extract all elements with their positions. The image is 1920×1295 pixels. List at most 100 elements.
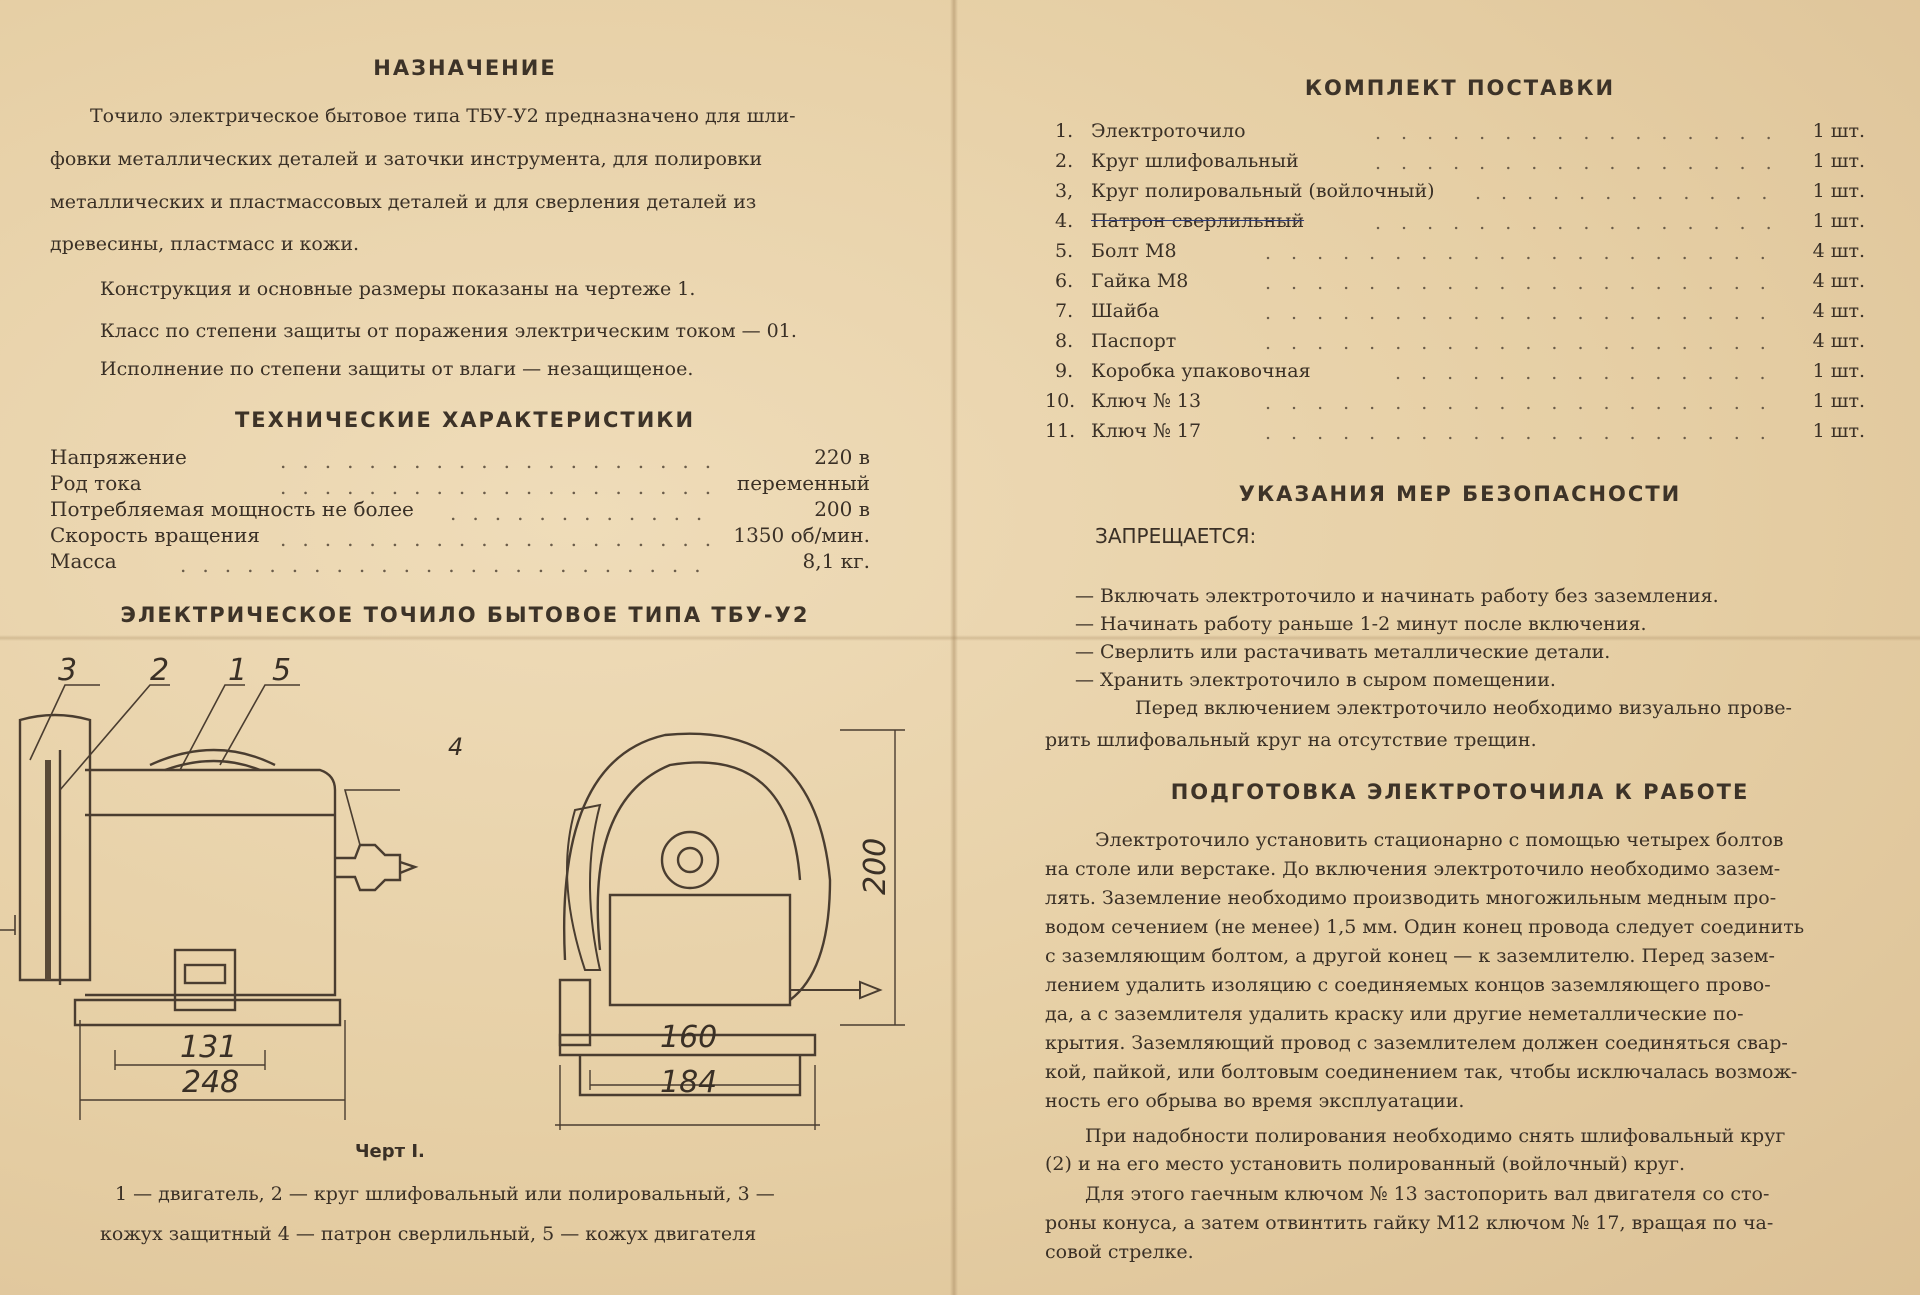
label-2: 2 bbox=[150, 653, 169, 688]
dim-160 bbox=[589, 1070, 801, 1090]
spec-label: Скорость вращения bbox=[50, 523, 260, 547]
kit-name: Круг шлифовальный bbox=[1091, 150, 1299, 172]
shaft-hub bbox=[660, 830, 720, 890]
kit-row: 4. Патрон сверлильный ..................… bbox=[1045, 210, 1865, 238]
leader-dots: .............. bbox=[450, 501, 710, 525]
prep-line: да, а с заземлителя удалить краску или д… bbox=[1045, 1003, 1744, 1025]
leader-4 bbox=[343, 789, 400, 846]
prep-line: на столе или верстаке. До включения элек… bbox=[1045, 858, 1781, 880]
forbidden-label: ЗАПРЕЩАЕТСЯ: bbox=[1095, 524, 1257, 548]
power-cord bbox=[790, 980, 883, 1000]
kit-row: 3, Круг полировальный (войлочный) ......… bbox=[1045, 180, 1865, 208]
prep-line: водом сечением (не менее) 1,5 мм. Один к… bbox=[1045, 916, 1805, 938]
prep-line: ность его обрыва во время эксплуатации. bbox=[1045, 1090, 1465, 1112]
spindle bbox=[335, 843, 402, 892]
leader-dots: ....................... bbox=[1265, 302, 1785, 324]
switch-box bbox=[173, 948, 237, 1012]
prep-line: лять. Заземление необходимо производить … bbox=[1045, 887, 1777, 909]
kit-row: 1. Электроточило .................... 1 … bbox=[1045, 120, 1865, 148]
dim-label-184: 184 bbox=[660, 1065, 717, 1100]
leader-3 bbox=[29, 684, 100, 761]
spec-row: Скорость вращения ......................… bbox=[50, 523, 870, 551]
leader-dots: ....................... bbox=[1265, 242, 1785, 264]
vertical-fold bbox=[950, 0, 958, 1295]
prep-title: ПОДГОТОВКА ЭЛЕКТРОТОЧИЛА К РАБОТЕ bbox=[1170, 780, 1750, 804]
dim-label-200: 200 bbox=[858, 838, 893, 895]
spec-value: переменный bbox=[736, 471, 870, 495]
leader-1 bbox=[179, 684, 245, 771]
leader-5 bbox=[219, 684, 300, 766]
spec-label: Напряжение bbox=[50, 445, 187, 469]
purpose-line-1: Точило электрическое бытовое типа ТБУ-У2… bbox=[90, 105, 796, 127]
kit-row: 9. Коробка упаковочная .................… bbox=[1045, 360, 1865, 388]
dim-label-131: 131 bbox=[180, 1030, 237, 1065]
leader-2 bbox=[59, 684, 170, 791]
purpose-title: НАЗНАЧЕНИЕ bbox=[373, 56, 557, 80]
purpose-line-3: металлических и пластмассовых деталей и … bbox=[50, 191, 757, 213]
purpose-line-4: древесины, пластмасс и кожи. bbox=[50, 233, 360, 255]
kit-name: Шайба bbox=[1091, 300, 1160, 322]
kit-name: Болт М8 bbox=[1091, 240, 1177, 262]
legend-line-1: 1 — двигатель, 2 — круг шлифовальный или… bbox=[115, 1183, 775, 1205]
kit-name: Коробка упаковочная bbox=[1091, 360, 1311, 382]
kit-name-struck: Патрон сверлильный bbox=[1091, 210, 1305, 232]
spec-value: 8,1 кг. bbox=[802, 549, 871, 573]
kit-row: 5. Болт М8 ....................... 4 шт. bbox=[1045, 240, 1865, 268]
drawing-caption: Черт I. bbox=[355, 1141, 425, 1162]
label-4: 4 bbox=[448, 733, 463, 761]
spec-label: Потребляемая мощность не более bbox=[50, 497, 414, 521]
spec-row: Потребляемая мощность не более .........… bbox=[50, 497, 870, 525]
polish-line: При надобности полирования необходимо сн… bbox=[1085, 1125, 1786, 1147]
spec-value: 200 в bbox=[814, 497, 870, 521]
dim-label-160: 160 bbox=[660, 1020, 717, 1055]
prep-line: с заземляющим болтом, а другой конец — к… bbox=[1045, 945, 1775, 967]
safety-rule: — Включать электроточило и начинать рабо… bbox=[1075, 585, 1719, 607]
spec-label: Род тока bbox=[50, 471, 142, 495]
leader-dots: .................... bbox=[1375, 152, 1785, 174]
polish-line: роны конуса, а затем отвинтить гайку М12… bbox=[1045, 1212, 1774, 1234]
drawing-title: ЭЛЕКТРИЧЕСКОЕ ТОЧИЛО БЫТОВОЕ ТИПА ТБУ-У2 bbox=[120, 603, 810, 627]
polish-line: совой стрелке. bbox=[1045, 1241, 1194, 1263]
kit-qty: 4 шт. bbox=[1812, 300, 1865, 322]
kit-qty: 1 шт. bbox=[1812, 390, 1865, 412]
leader-dots: ............................. bbox=[180, 553, 710, 577]
spec-row: Масса ............................. 8,1 … bbox=[50, 549, 871, 577]
label-1: 1 bbox=[228, 653, 247, 688]
kit-num: 7. bbox=[1055, 300, 1074, 322]
label-3: 3 bbox=[58, 653, 77, 688]
kit-qty: 1 шт. bbox=[1812, 210, 1865, 232]
kit-qty: 1 шт. bbox=[1812, 150, 1865, 172]
leader-dots: ................ bbox=[1475, 182, 1785, 204]
kit-num: 2. bbox=[1055, 150, 1074, 172]
kit-title: КОМПЛЕКТ ПОСТАВКИ bbox=[1304, 76, 1616, 100]
kit-num: 5. bbox=[1055, 240, 1074, 262]
prep-line: лением удалить изоляцию с соединяемых ко… bbox=[1045, 974, 1771, 996]
spec-value: 1350 об/мин. bbox=[733, 523, 870, 547]
leader-dots: ....................... bbox=[1265, 332, 1785, 354]
kit-row: 6. Гайка М8 ....................... 4 шт… bbox=[1045, 270, 1865, 298]
safety-rule: — Хранить электроточило в сыром помещени… bbox=[1075, 669, 1556, 691]
spec-row: Род тока ......................... перем… bbox=[50, 471, 870, 499]
leader-dots: ......................... bbox=[280, 527, 710, 551]
leader-dots: .................... bbox=[1375, 212, 1785, 234]
front-guard bbox=[563, 732, 832, 1001]
safety-title: УКАЗАНИЯ МЕР БЕЗОПАСНОСТИ bbox=[1238, 482, 1682, 506]
kit-num: 3, bbox=[1055, 180, 1074, 202]
kit-qty: 4 шт. bbox=[1812, 240, 1865, 262]
front-wheel bbox=[566, 803, 602, 971]
legend-line-2: кожух защитный 4 — патрон сверлильный, 5… bbox=[100, 1223, 757, 1245]
protection-class-text: Класс по степени защиты от поражения эле… bbox=[100, 320, 797, 342]
kit-num: 4. bbox=[1055, 210, 1074, 232]
kit-name: Гайка М8 bbox=[1091, 270, 1189, 292]
kit-name: Электроточило bbox=[1091, 120, 1246, 142]
spec-row: Напряжение ......................... 220… bbox=[50, 445, 870, 473]
leader-dots: .................... bbox=[1375, 122, 1785, 144]
specs-title: ТЕХНИЧЕСКИЕ ХАРАКТЕРИСТИКИ bbox=[234, 408, 696, 432]
vent-top bbox=[149, 748, 276, 767]
kit-num: 8. bbox=[1055, 330, 1074, 352]
construction-text: Конструкция и основные размеры показаны … bbox=[100, 278, 696, 300]
spec-label: Масса bbox=[50, 549, 117, 573]
prep-line: Электроточило установить стационарно с п… bbox=[1095, 829, 1784, 851]
purpose-line-2: фовки металлических деталей и заточки ин… bbox=[50, 148, 763, 170]
front-motor bbox=[608, 893, 792, 1007]
